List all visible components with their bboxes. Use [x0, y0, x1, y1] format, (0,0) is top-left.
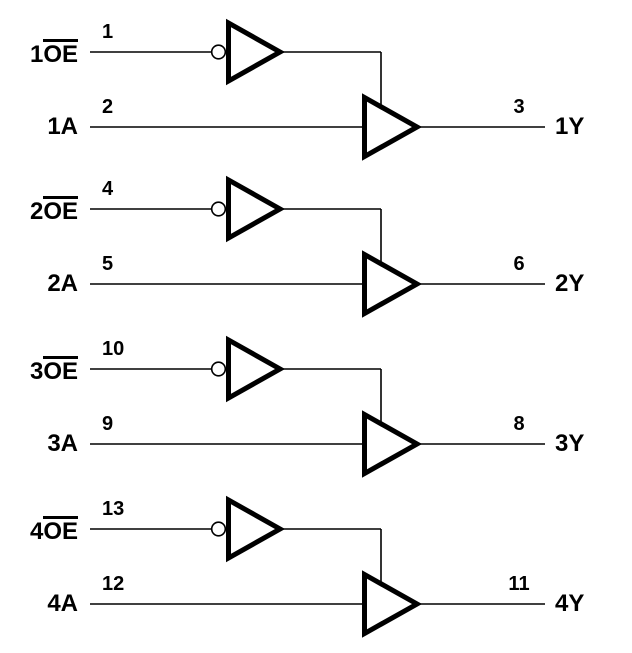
negation-bubble-icon [210, 201, 227, 217]
negation-bubble-icon [210, 361, 227, 377]
oe-label-overlined: OE [43, 516, 78, 545]
a-label: 2A [47, 270, 78, 297]
a-pin-number: 5 [102, 253, 114, 275]
oe-label: 3OE [10, 356, 78, 384]
oe-label-prefix: 4 [29, 518, 44, 545]
a-label: 1A [47, 113, 78, 140]
oe-label-overlined: OE [43, 356, 78, 385]
y-pin-number: 8 [513, 413, 525, 435]
buffer-triangle-icon [362, 410, 423, 478]
a-pin-number: 9 [102, 413, 114, 435]
oe-pin-number: 13 [102, 498, 125, 520]
channel-1-graphics [90, 18, 545, 161]
y-label: 2Y [555, 270, 585, 297]
inverter-triangle-icon [226, 175, 286, 243]
oe-pin-number: 10 [102, 338, 125, 360]
a-pin-number: 12 [102, 573, 125, 595]
oe-label-prefix: 2 [29, 198, 44, 225]
oe-label-prefix: 1 [29, 41, 44, 68]
channel-3-graphics [90, 335, 545, 478]
a-label: 3A [47, 430, 78, 457]
y-label: 1Y [555, 113, 585, 140]
buffer-triangle-icon [362, 250, 423, 318]
oe-label-prefix: 3 [29, 358, 44, 385]
negation-bubble-icon [210, 44, 227, 60]
y-pin-number: 6 [513, 253, 525, 275]
oe-label-overlined: OE [43, 39, 78, 68]
oe-label: 1OE [10, 39, 78, 67]
a-pin-number: 2 [102, 96, 114, 118]
oe-pin-number: 1 [102, 21, 114, 43]
y-pin-number: 11 [508, 573, 530, 595]
y-pin-number: 3 [513, 96, 525, 118]
oe-label: 2OE [10, 196, 78, 224]
buffer-triangle-icon [362, 93, 423, 161]
channel-4-graphics [90, 495, 545, 638]
channel-2-graphics [90, 175, 545, 318]
inverter-triangle-icon [226, 18, 286, 86]
oe-label-overlined: OE [43, 196, 78, 225]
buffer-triangle-icon [362, 570, 423, 638]
negation-bubble-icon [210, 521, 227, 537]
a-label: 4A [47, 590, 78, 617]
y-label: 4Y [555, 590, 585, 617]
inverter-triangle-icon [226, 335, 286, 403]
oe-pin-number: 4 [102, 178, 114, 200]
inverter-triangle-icon [226, 495, 286, 563]
y-label: 3Y [555, 430, 585, 457]
oe-label: 4OE [10, 516, 78, 544]
